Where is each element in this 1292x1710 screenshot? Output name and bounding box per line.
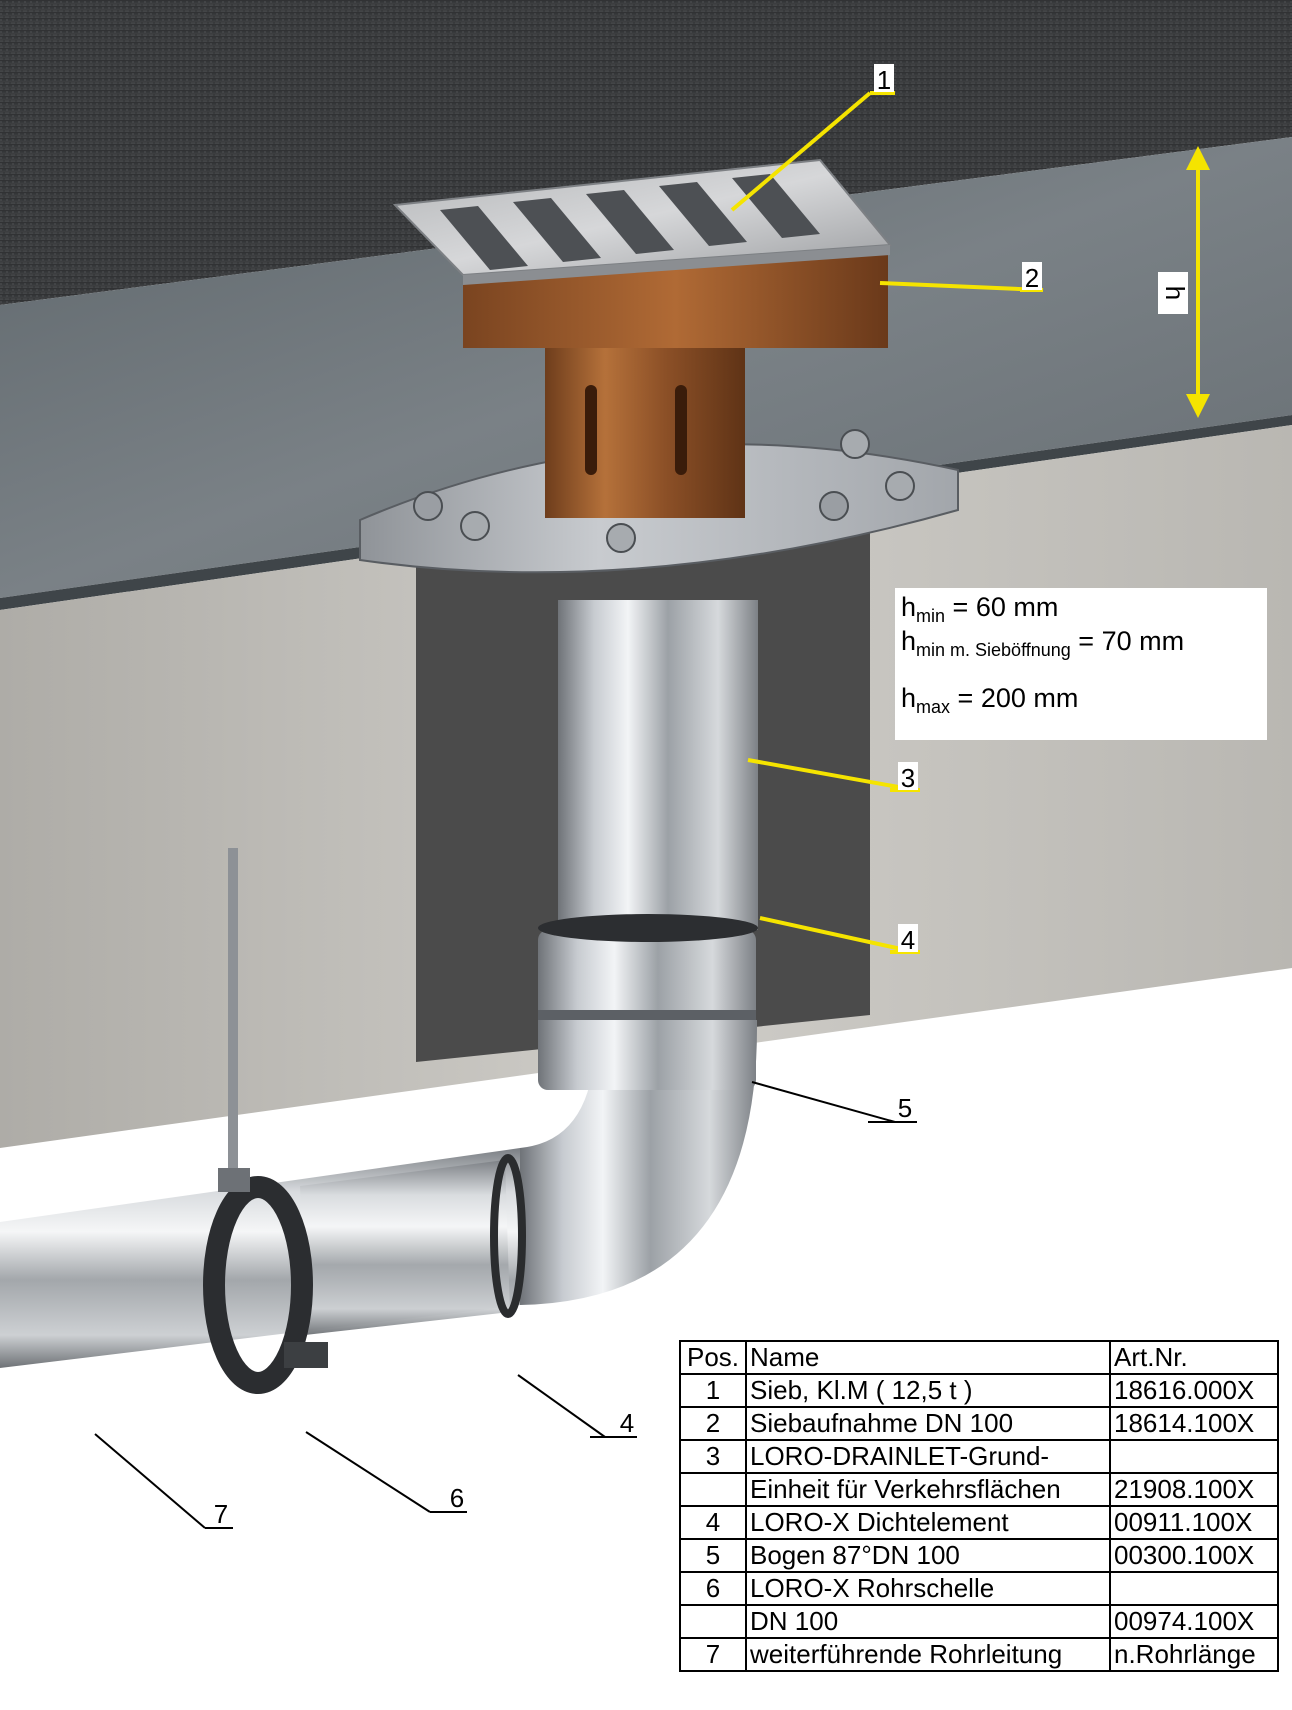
hmax-spec: hmax = 200 mm [901,683,1079,717]
flange-bolt [606,523,636,553]
callout-5: 5 [898,1093,912,1123]
table-cell-name: weiterführende Rohrleitung [745,1637,1111,1672]
table-cell-art [1109,1439,1279,1474]
dimension-label: h [1160,286,1190,300]
flange-bolt [413,491,443,521]
header-pos: Pos. [679,1340,747,1375]
table-cell-name: LORO-DRAINLET-Grund- [745,1439,1111,1474]
table-header-row: Pos. Name Art.Nr. [679,1340,1279,1375]
pipe-sleeve [300,1160,510,1335]
table-cell-pos: 3 [679,1439,747,1474]
socket-groove [538,1010,756,1020]
receiver-slot [585,385,597,475]
table-cell-name: Sieb, Kl.M ( 12,5 t ) [745,1373,1111,1408]
clamp-bolt [284,1342,328,1368]
leader-lines-black [94,1081,917,1529]
table-cell-art: 21908.100X [1109,1472,1279,1507]
table-cell-pos: 7 [679,1637,747,1672]
callout-box [898,762,918,790]
callout-box [898,924,918,952]
table-cell-name: Bogen 87°DN 100 [745,1538,1111,1573]
table-cell-name: LORO-X Dichtelement [745,1505,1111,1540]
callout-4-upper: 4 [901,925,915,955]
table-cell-pos: 2 [679,1406,747,1441]
sealing-ring-upper [538,914,758,942]
callout-6: 6 [450,1483,464,1513]
grate-edge [463,245,890,285]
header-art-nr: Art.Nr. [1109,1340,1279,1375]
table-cell-name: DN 100 [745,1604,1111,1639]
callout-box [874,64,894,92]
table-cell-art: 00974.100X [1109,1604,1279,1639]
rod-nut [218,1168,250,1192]
flange-bolt [460,511,490,541]
table-cell-name: LORO-X Rohrschelle [745,1571,1111,1606]
table-cell-art: 18616.000X [1109,1373,1279,1408]
height-dimension-arrow [1186,146,1210,418]
flange-bolt [885,471,915,501]
callout-1: 1 [877,65,891,95]
table-cell-name: Einheit für Verkehrsflächen [745,1472,1111,1507]
flange-bolt [840,429,870,459]
elbow-bend [520,1020,758,1305]
dimension-label-box [1158,272,1188,314]
callout-7: 7 [214,1499,228,1529]
table-cell-art: n.Rohrlänge [1109,1637,1279,1672]
callout-box [1022,262,1042,290]
table-cell-art [1109,1571,1279,1606]
callout-2: 2 [1025,263,1039,293]
callout-4-lower: 4 [620,1408,634,1438]
header-name: Name [745,1340,1111,1375]
vertical-pipe [558,600,758,930]
sealing-ring-lower [490,1154,526,1318]
table-cell-pos [679,1472,747,1507]
receiver-slot [675,385,687,475]
table-cell-pos: 4 [679,1505,747,1540]
table-cell-pos: 1 [679,1373,747,1408]
table-cell-pos [679,1604,747,1639]
table-cell-pos: 6 [679,1571,747,1606]
table-cell-pos: 5 [679,1538,747,1573]
hmin-spec: hmin = 60 mm [901,592,1059,626]
callout-3: 3 [901,763,915,793]
hmin-sieb-spec: hmin m. Sieböffnung = 70 mm [901,626,1185,660]
table-cell-art: 00911.100X [1109,1505,1279,1540]
threaded-rod [228,848,238,1178]
table-cell-name: Siebaufnahme DN 100 [745,1406,1111,1441]
table-cell-art: 00300.100X [1109,1538,1279,1573]
table-cell-art: 18614.100X [1109,1406,1279,1441]
flange-bolt [819,491,849,521]
pipe-clamp [203,1176,313,1394]
height-specs-box: hmin = 60 mm hmin m. Sieböffnung = 70 mm… [895,588,1267,740]
asphalt-surface [0,0,1292,305]
receiver-body [545,340,745,518]
